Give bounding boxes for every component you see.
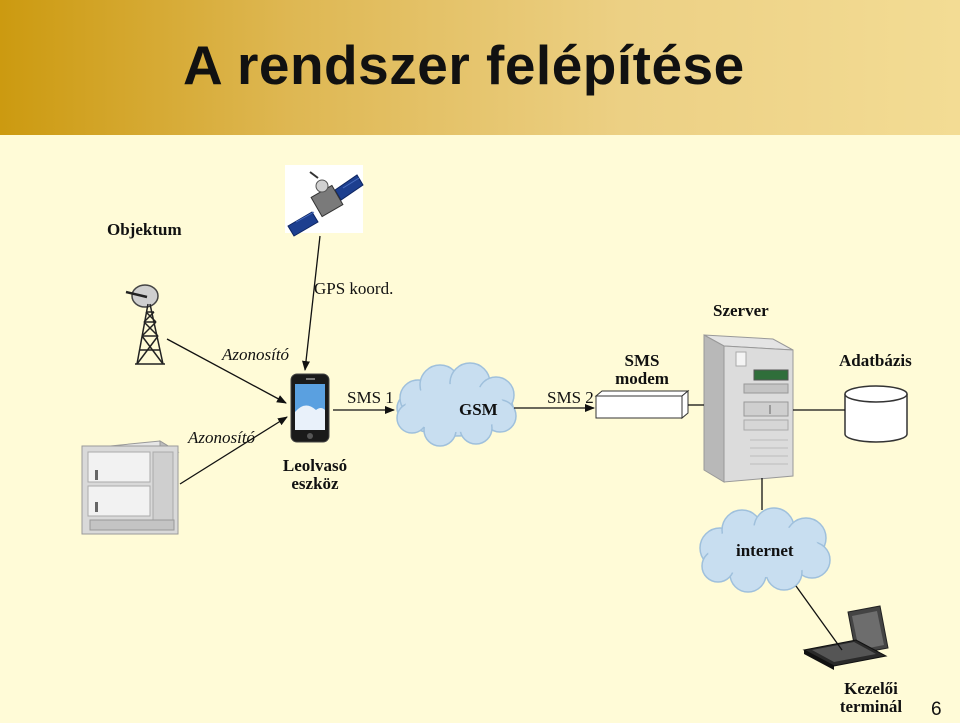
internet-label: internet	[736, 541, 794, 560]
azonosito-link-line-1	[166, 338, 287, 404]
gsm-label: GSM	[459, 400, 498, 419]
internet-cloud	[699, 507, 831, 593]
szerver-label: Szerver	[713, 301, 769, 320]
leolvaso-label-line2: eszköz	[291, 473, 339, 493]
title-bar	[0, 0, 960, 135]
database-icon	[844, 385, 908, 443]
sms-modem-label-line1: SMS	[624, 351, 660, 370]
adatbazis-label: Adatbázis	[839, 351, 912, 370]
objektum-label: Objektum	[107, 220, 182, 239]
leolvaso-label-line1: Leolvasó	[282, 456, 348, 475]
page-title: A rendszer felépítése	[183, 34, 745, 96]
slide-number: 6	[931, 699, 942, 720]
satellite-icon	[285, 165, 364, 237]
sms-modem-device	[594, 389, 690, 420]
sms-modem-label-line2: modem	[615, 368, 669, 388]
kezeloi-label-line2: terminál	[839, 696, 903, 716]
sms-modem-label: SMS modem	[606, 352, 678, 388]
gps-link-line	[302, 235, 321, 371]
kezeloi-terminal-label: Kezelői terminál	[830, 680, 912, 716]
smartphone-icon	[290, 373, 330, 443]
azonosito-label-2: Azonosító	[188, 428, 256, 447]
sms2-label: SMS 2	[547, 388, 594, 407]
gps-label: GPS koord.	[314, 279, 394, 298]
equipment-cabinet-icon	[81, 440, 180, 535]
server-icon	[703, 334, 794, 483]
azonosito-link-line-2	[179, 416, 288, 485]
sms1-label: SMS 1	[347, 388, 394, 407]
gsm-cloud	[396, 362, 517, 447]
antenna-tower-icon	[125, 284, 165, 365]
azonosito-label-1: Azonosító	[222, 345, 290, 364]
kezeloi-label-line1: Kezelői	[844, 679, 898, 698]
laptop-icon	[802, 605, 889, 670]
internet-laptop-line	[795, 585, 843, 651]
leolvaso-label: Leolvasó eszköz	[276, 457, 354, 493]
